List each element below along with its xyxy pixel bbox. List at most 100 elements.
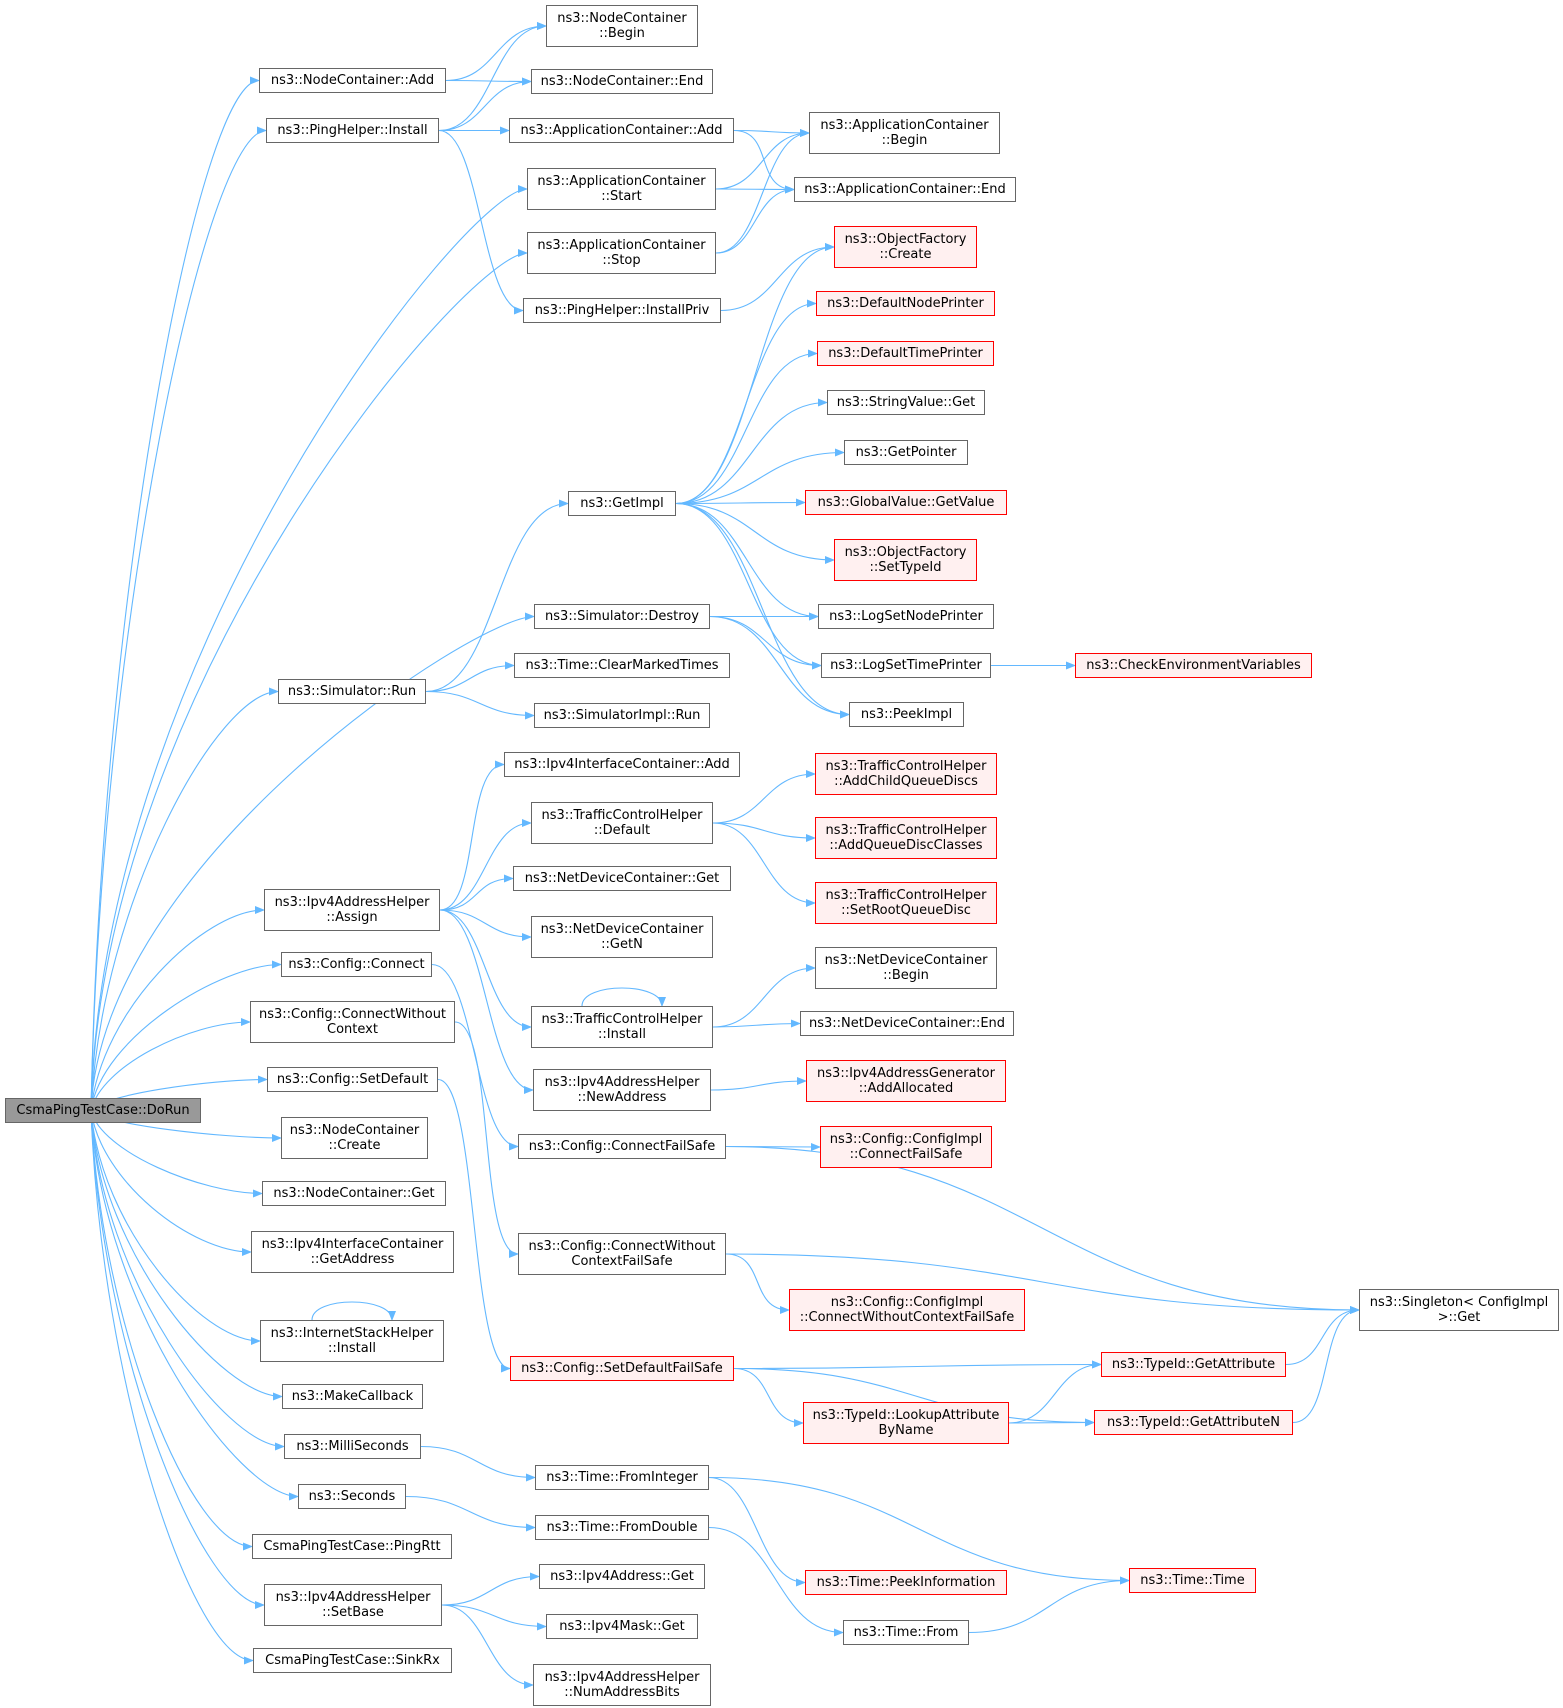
node-ac-start[interactable]: ns3::ApplicationContainer::Start — [527, 168, 716, 210]
edge-tch-install-to-ndc-begin — [712, 964, 816, 1028]
node-millis[interactable]: ns3::MilliSeconds — [284, 1434, 421, 1459]
node-seconds[interactable]: ns3::Seconds — [298, 1484, 406, 1509]
node-label-line: ns3::DefaultNodePrinter — [827, 296, 984, 311]
node-label-line: ::GetN — [601, 937, 643, 952]
node-simimpl-run[interactable]: ns3::SimulatorImpl::Run — [534, 703, 710, 728]
node-sim-destroy[interactable]: ns3::Simulator::Destroy — [534, 604, 710, 629]
node-strval-get[interactable]: ns3::StringValue::Get — [827, 390, 985, 415]
node-ac-end[interactable]: ns3::ApplicationContainer::End — [794, 177, 1016, 202]
node-logsettime[interactable]: ns3::LogSetTimePrinter — [821, 653, 991, 678]
node-sinkrx[interactable]: CsmaPingTestCase::SinkRx — [253, 1648, 452, 1673]
node-getimpl[interactable]: ns3::GetImpl — [568, 491, 676, 516]
node-nc-end[interactable]: ns3::NodeContainer::End — [531, 69, 713, 94]
node-label-line: ns3::Config::Connect — [288, 957, 425, 972]
edge-root-to-ipv4ah-setbase — [90, 1110, 265, 1609]
node-ph-install[interactable]: ns3::PingHelper::Install — [266, 118, 439, 143]
edge-getimpl-to-gv-getvalue — [675, 498, 806, 507]
edge-time-fromdbl-to-time-from — [708, 1526, 844, 1637]
node-peekimpl[interactable]: ns3::PeekImpl — [849, 702, 964, 727]
node-label-line: ByName — [878, 1423, 934, 1438]
node-ipv4ic-add[interactable]: ns3::Ipv4InterfaceContainer::Add — [504, 752, 740, 777]
node-label-line: ns3::NetDeviceContainer — [824, 953, 988, 968]
node-cfgimpl-cfs[interactable]: ns3::Config::ConfigImpl::ConnectFailSafe — [820, 1126, 992, 1168]
node-label-line: ns3::Config::ConnectFailSafe — [528, 1139, 716, 1154]
node-cfg-sdfs[interactable]: ns3::Config::SetDefaultFailSafe — [510, 1356, 734, 1381]
node-label-line: ns3::TypeId::LookupAttribute — [812, 1408, 1000, 1423]
node-tch-addqdc[interactable]: ns3::TrafficControlHelper::AddQueueDiscC… — [815, 817, 997, 859]
node-pingrtt[interactable]: CsmaPingTestCase::PingRtt — [252, 1534, 452, 1559]
node-time-peekinfo[interactable]: ns3::Time::PeekInformation — [805, 1570, 1007, 1595]
node-root[interactable]: CsmaPingTestCase::DoRun — [5, 1098, 201, 1123]
edge-root-to-ac-start — [90, 185, 528, 1111]
node-label-line: ns3::ObjectFactory — [844, 232, 967, 247]
node-time-fromint[interactable]: ns3::Time::FromInteger — [535, 1465, 709, 1490]
node-ndc-begin[interactable]: ns3::NetDeviceContainer::Begin — [815, 947, 997, 989]
node-nc-begin[interactable]: ns3::NodeContainer::Begin — [546, 5, 698, 47]
node-sim-run[interactable]: ns3::Simulator::Run — [278, 679, 426, 704]
node-label-line: ns3::Ipv4AddressHelper — [275, 1590, 431, 1605]
node-tch-setroot[interactable]: ns3::TrafficControlHelper::SetRootQueueD… — [815, 882, 997, 924]
node-ipv4ah-assign[interactable]: ns3::Ipv4AddressHelper::Assign — [264, 889, 440, 931]
node-time-fromdbl[interactable]: ns3::Time::FromDouble — [535, 1515, 709, 1540]
node-ipv4addr-get[interactable]: ns3::Ipv4Address::Get — [539, 1564, 705, 1589]
edge-ipv4ah-setbase-to-ipv4mask-get — [441, 1604, 547, 1631]
node-time-time[interactable]: ns3::Time::Time — [1129, 1568, 1256, 1593]
node-nc-add[interactable]: ns3::NodeContainer::Add — [259, 68, 446, 93]
node-typeid-getattrn[interactable]: ns3::TypeId::GetAttributeN — [1094, 1410, 1293, 1435]
node-ipv4ah-newaddr[interactable]: ns3::Ipv4AddressHelper::NewAddress — [533, 1069, 711, 1111]
node-of-create[interactable]: ns3::ObjectFactory::Create — [834, 226, 977, 268]
node-getpointer[interactable]: ns3::GetPointer — [844, 440, 968, 465]
node-tch-addchild[interactable]: ns3::TrafficControlHelper::AddChildQueue… — [815, 753, 997, 795]
node-tch-default[interactable]: ns3::TrafficControlHelper::Default — [531, 802, 713, 844]
node-ac-stop[interactable]: ns3::ApplicationContainer::Stop — [527, 232, 716, 274]
node-checkenv[interactable]: ns3::CheckEnvironmentVariables — [1075, 653, 1312, 678]
node-ipv4ic-getaddr[interactable]: ns3::Ipv4InterfaceContainer::GetAddress — [251, 1231, 454, 1273]
node-label-line: ns3::LogSetTimePrinter — [830, 658, 982, 673]
node-time-from[interactable]: ns3::Time::From — [843, 1620, 969, 1645]
node-logsetnode[interactable]: ns3::LogSetNodePrinter — [818, 604, 994, 629]
node-time-clear[interactable]: ns3::Time::ClearMarkedTimes — [514, 653, 730, 678]
edge-root-to-millis — [90, 1110, 285, 1451]
node-ipv4ah-numbits[interactable]: ns3::Ipv4AddressHelper::NumAddressBits — [533, 1664, 711, 1706]
node-label-line: ns3::LogSetNodePrinter — [829, 609, 983, 624]
node-singleton-get[interactable]: ns3::Singleton< ConfigImpl>::Get — [1359, 1289, 1559, 1331]
node-cfgimpl-cwcfs[interactable]: ns3::Config::ConfigImpl::ConnectWithoutC… — [789, 1289, 1025, 1331]
node-makecallback[interactable]: ns3::MakeCallback — [282, 1384, 423, 1409]
node-cfg-cfs[interactable]: ns3::Config::ConnectFailSafe — [518, 1134, 726, 1159]
node-ipv4mask-get[interactable]: ns3::Ipv4Mask::Get — [546, 1614, 698, 1639]
edge-tch-default-to-tch-setroot — [712, 822, 816, 907]
edge-tch-install-to-tch-install — [581, 987, 666, 1007]
node-ipv4ag-addalloc[interactable]: ns3::Ipv4AddressGenerator::AddAllocated — [806, 1060, 1006, 1102]
edge-millis-to-time-fromint — [420, 1445, 536, 1482]
node-label-line: ns3::Ipv4AddressGenerator — [817, 1066, 995, 1081]
node-ac-add[interactable]: ns3::ApplicationContainer::Add — [509, 118, 734, 143]
node-ndc-get[interactable]: ns3::NetDeviceContainer::Get — [513, 866, 731, 891]
node-cfg-setdefault[interactable]: ns3::Config::SetDefault — [267, 1067, 438, 1092]
node-ph-installpriv[interactable]: ns3::PingHelper::InstallPriv — [523, 298, 721, 323]
node-label-line: ::Stop — [602, 253, 641, 268]
node-nc-create[interactable]: ns3::NodeContainer::Create — [281, 1117, 428, 1159]
node-ndc-end[interactable]: ns3::NetDeviceContainer::End — [800, 1011, 1014, 1036]
node-deftimeprinter[interactable]: ns3::DefaultTimePrinter — [817, 341, 994, 366]
node-gv-getvalue[interactable]: ns3::GlobalValue::GetValue — [805, 490, 1007, 515]
edge-root-to-ph-install — [90, 126, 267, 1111]
node-cfg-connect[interactable]: ns3::Config::Connect — [281, 952, 432, 977]
edge-root-to-sim-destroy — [90, 612, 535, 1111]
node-typeid-getattr[interactable]: ns3::TypeId::GetAttribute — [1101, 1352, 1286, 1377]
node-nc-get[interactable]: ns3::NodeContainer::Get — [262, 1181, 446, 1206]
edge-root-to-cfg-connect-wo — [90, 1018, 251, 1111]
edge-root-to-cfg-connect — [90, 960, 282, 1111]
node-ipv4ah-setbase[interactable]: ns3::Ipv4AddressHelper::SetBase — [264, 1584, 442, 1626]
node-label-line: ns3::TrafficControlHelper — [825, 823, 987, 838]
node-ac-begin[interactable]: ns3::ApplicationContainer::Begin — [809, 112, 1000, 154]
node-ndc-getn[interactable]: ns3::NetDeviceContainer::GetN — [531, 916, 713, 958]
edge-ph-install-to-ph-installpriv — [438, 129, 524, 315]
node-tch-install[interactable]: ns3::TrafficControlHelper::Install — [531, 1006, 713, 1048]
node-ish-install[interactable]: ns3::InternetStackHelper::Install — [260, 1320, 444, 1362]
node-label-line: ns3::ObjectFactory — [844, 545, 967, 560]
node-of-settypeid[interactable]: ns3::ObjectFactory::SetTypeId — [834, 539, 977, 581]
node-defnodeprinter[interactable]: ns3::DefaultNodePrinter — [816, 291, 995, 316]
